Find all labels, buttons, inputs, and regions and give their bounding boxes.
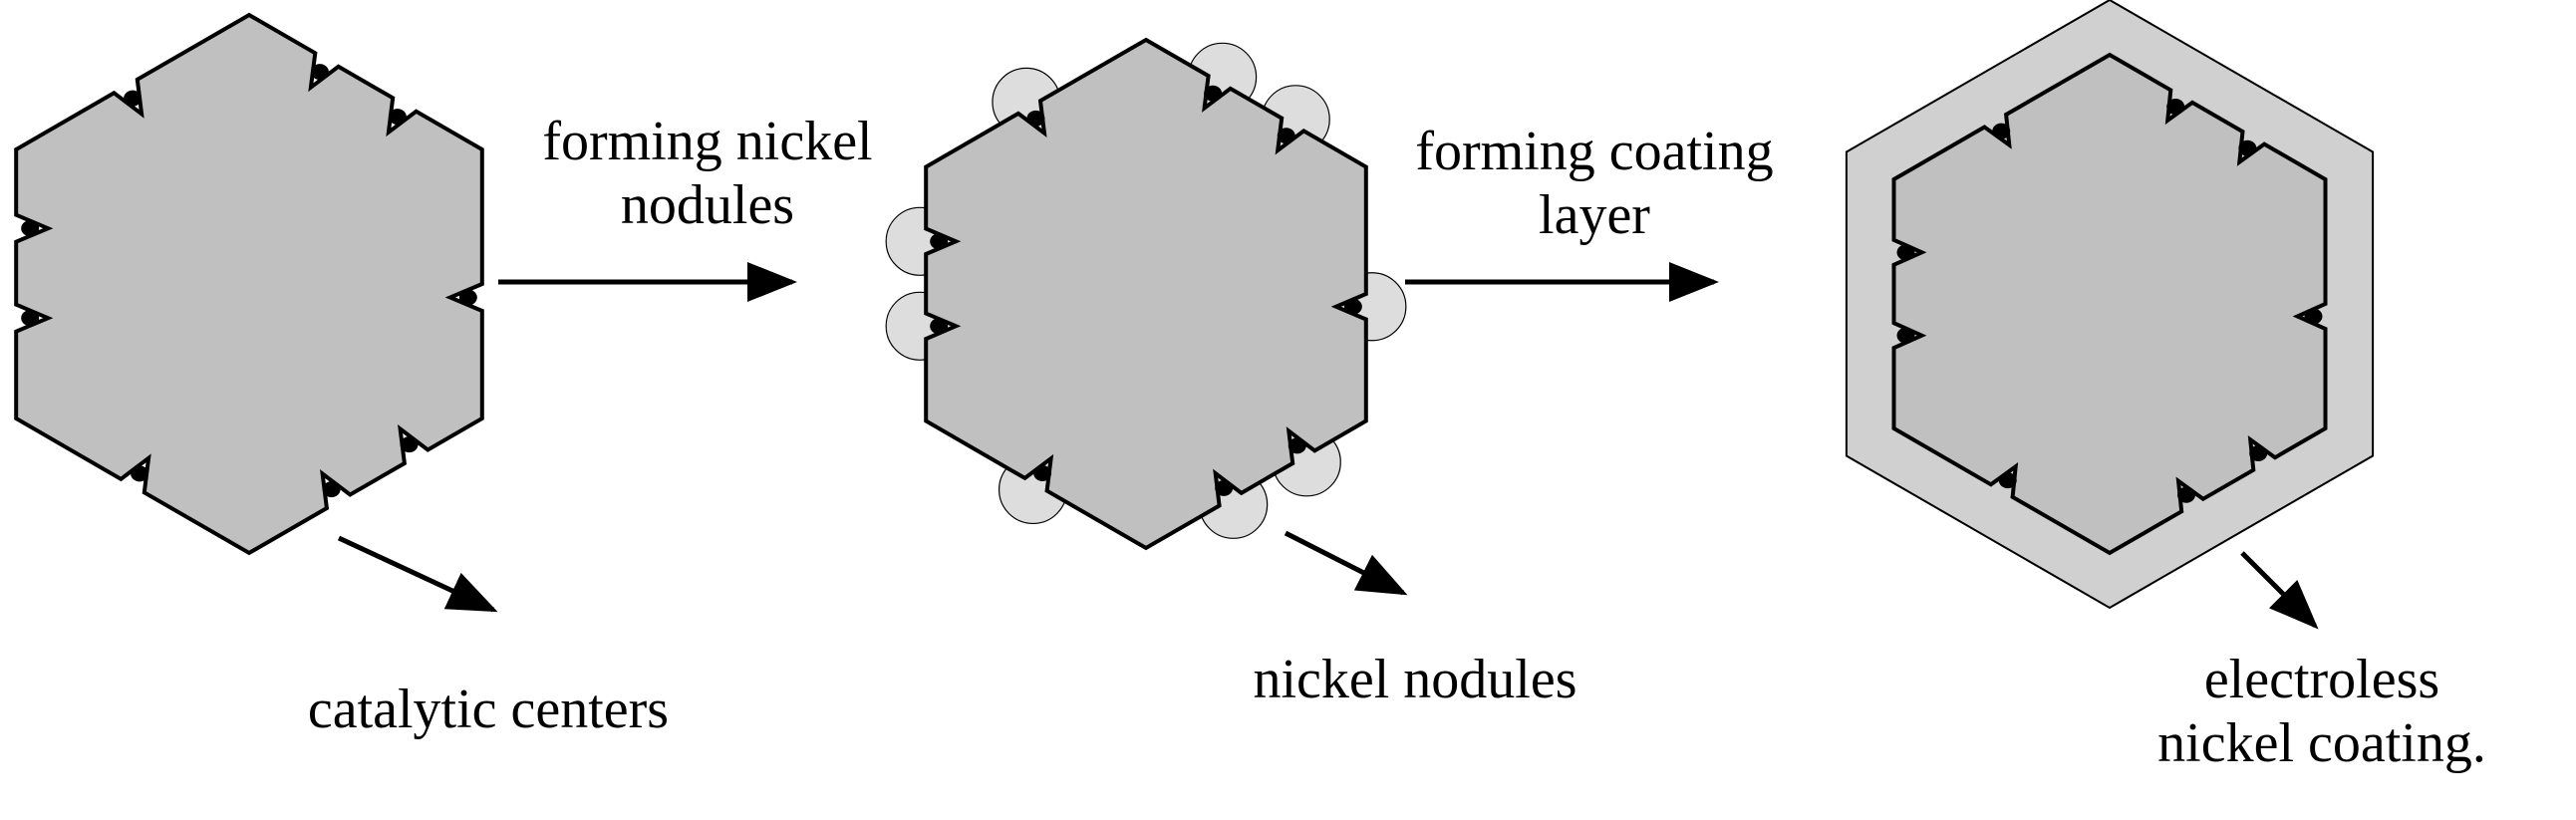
catalytic-center-dot bbox=[930, 318, 949, 335]
catalytic-center-dot bbox=[1026, 110, 1045, 127]
callout-arrow-catalytic bbox=[337, 535, 498, 613]
catalytic-center-dot bbox=[124, 90, 143, 107]
catalytic-center-dot bbox=[21, 310, 40, 327]
catalytic-center-dot bbox=[930, 233, 949, 250]
catalytic-center-dot bbox=[2238, 139, 2257, 156]
catalytic-center-dot bbox=[2166, 99, 2185, 116]
catalytic-center-dot bbox=[310, 64, 329, 81]
catalytic-center-dot bbox=[2176, 486, 2195, 503]
step1-line2: nodules bbox=[620, 174, 795, 236]
catalytic-center-dot bbox=[2304, 308, 2323, 325]
coating-line2: nickel coating. bbox=[2157, 712, 2486, 774]
catalytic-center-dot bbox=[388, 109, 407, 126]
catalytic-center-dot bbox=[1204, 85, 1223, 102]
catalytic-center-dot bbox=[1998, 472, 2017, 489]
arrows-layer bbox=[337, 262, 2319, 630]
catalytic-center-dot bbox=[1215, 479, 1234, 496]
callout-arrow-coating bbox=[2240, 551, 2319, 630]
step2-line1: forming coating bbox=[1415, 121, 1774, 182]
callout-electroless-coating: electroless nickel coating. bbox=[2073, 648, 2571, 775]
step-label-forming-nodules: forming nickel nodules bbox=[488, 110, 927, 237]
catalytic-center-dot bbox=[21, 220, 40, 237]
particle-1-outline bbox=[14, 12, 484, 556]
catalytic-center-dot bbox=[1343, 298, 1362, 315]
catalytic-center-dot bbox=[131, 465, 149, 482]
catalytic-center-dot bbox=[400, 436, 419, 453]
catalytic-center-dot bbox=[1033, 464, 1052, 481]
catalytic-center-dot bbox=[1992, 123, 2011, 139]
step2-line2: layer bbox=[1539, 184, 1650, 246]
step-label-forming-coating: forming coating layer bbox=[1355, 120, 1834, 247]
callout-catalytic-centers: catalytic centers bbox=[307, 679, 670, 740]
catalytic-center-dot bbox=[1288, 437, 1306, 454]
catalytic-center-dot bbox=[1896, 244, 1915, 261]
catalytic-center-dot bbox=[1277, 128, 1295, 144]
catalytic-center-dot bbox=[458, 289, 477, 306]
catalytic-center-dot bbox=[2249, 445, 2268, 462]
catalytic-center-dot bbox=[1896, 327, 1915, 344]
catalytic-center-dot bbox=[322, 481, 341, 498]
particles-layer bbox=[14, 0, 2375, 610]
step1-line1: forming nickel bbox=[542, 111, 873, 172]
coating-line1: electroless bbox=[2203, 649, 2440, 710]
callout-arrow-nodules bbox=[1284, 530, 1408, 596]
callout-nickel-nodules: nickel nodules bbox=[1253, 649, 1577, 710]
